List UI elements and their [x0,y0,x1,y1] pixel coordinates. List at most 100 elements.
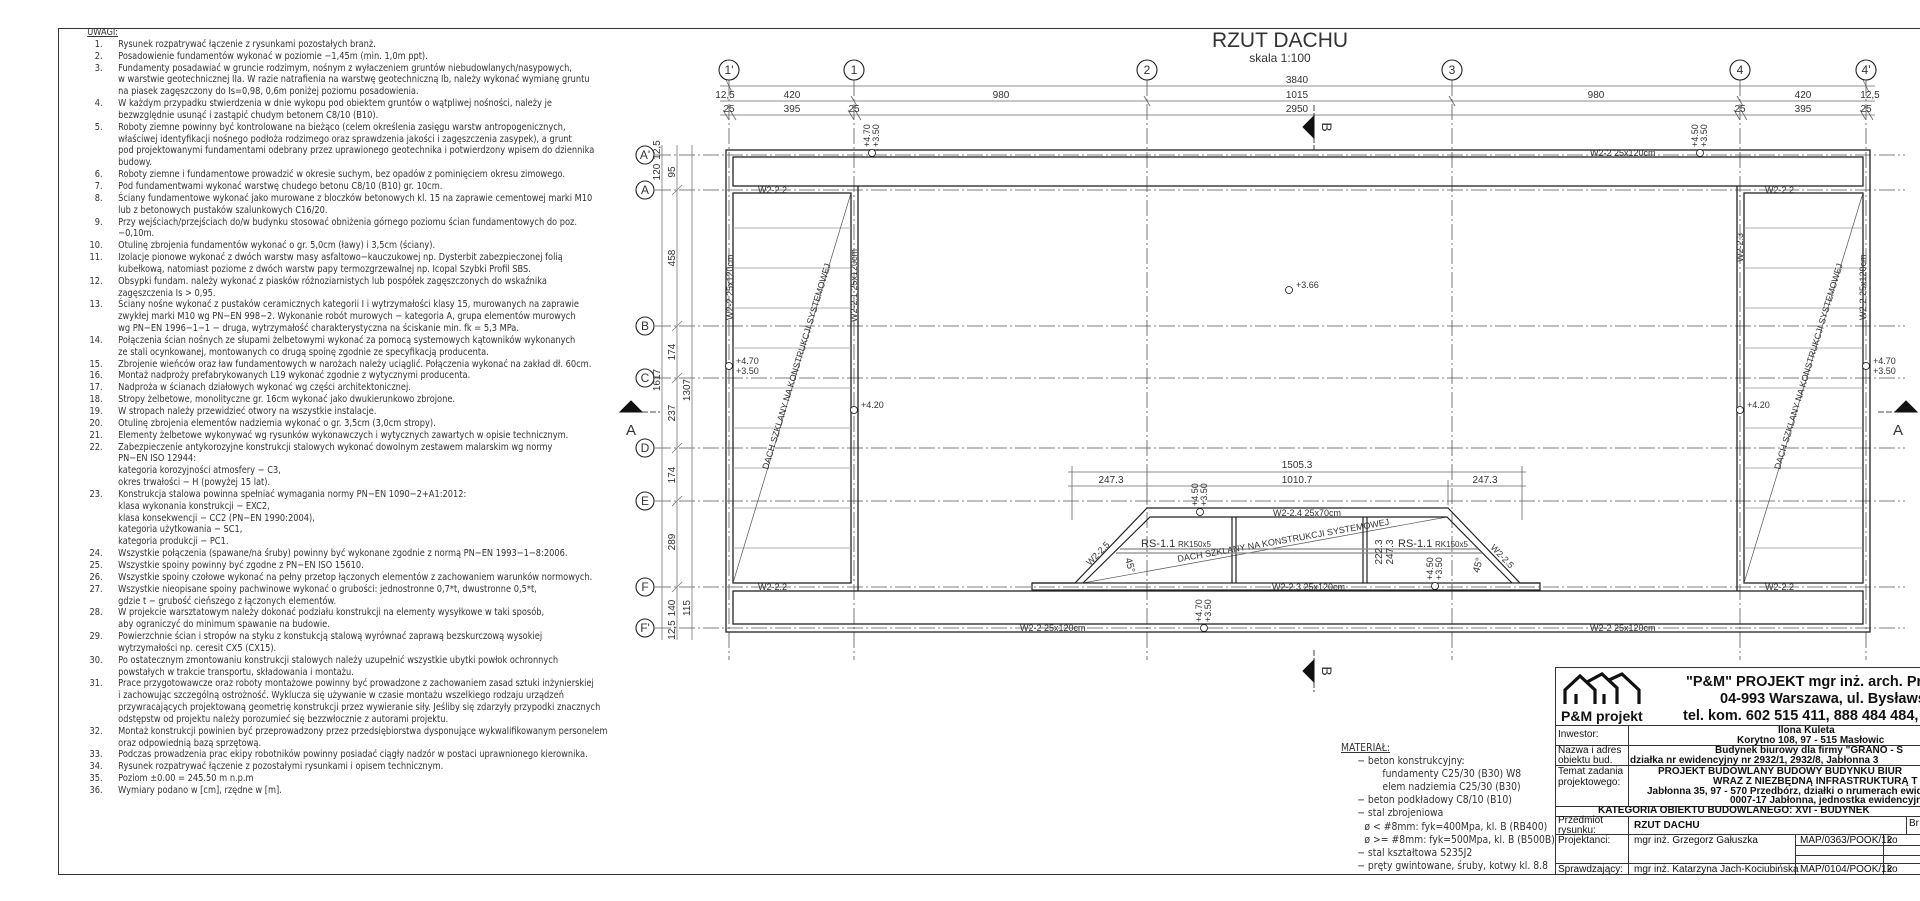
note-line: 15.Zbrojenie wieńców oraz ław fundamento… [70,359,603,371]
note-line: gdzie t − grubość cieńszego z łączonych … [70,596,603,608]
wing-label: W2-2.2 [758,185,787,195]
material-line: elem nadziemia C25/30 (B30) [1382,781,1521,794]
investor-address: Korytno 108, 97 - 515 Masłowic [1737,735,1885,746]
top-dimension-lines [720,79,1875,121]
note-line: 23.Konstrukcja stalowa powinna spełniać … [70,489,603,501]
note-text: Pod fundamentwami wykonać warstwę chudeg… [118,180,443,192]
level-text: +4.50 [1190,483,1200,506]
level-text: +4.50 [1690,124,1700,147]
note-number: 11. [89,252,103,264]
level-marker-icon [868,149,876,157]
note-line: 22.Zabezpieczenie antykorozyjne konstruk… [70,442,603,454]
note-line: 2.Posadowienie fundamentów wykonać w poz… [70,51,603,63]
note-text: powstałych w trakcie transportu, składow… [118,666,354,678]
company-logo-icon [1563,672,1641,704]
axis-bubble [1855,59,1877,81]
note-text: na piasek zagęszczony do Is=0,98, 0,6m p… [118,86,419,98]
axis-bubble [1136,59,1158,81]
note-text: kubełkową, natomiast poziome z dwóch war… [118,263,531,275]
axis-bubbles [635,59,1877,638]
beam-label: W2-2.5 [1489,542,1516,570]
investor-name: Ilona Kuleta [1778,725,1835,736]
dim-text: 247.3 [1098,475,1123,486]
section-arrow-icon [1893,400,1919,413]
note-line: 28.W projekcie warsztatowym należy dokon… [70,607,603,619]
object-label: obiektu bud. [1558,755,1613,766]
note-line: 29.Powierzchnie ścian i stropów na styku… [70,631,603,643]
note-text: Roboty ziemne powinny być kontrolowane n… [118,121,566,133]
topic-label: projektowego: [1558,777,1621,788]
dim-text: 222.3 [1374,539,1385,564]
dim-text: 12,5 [715,90,735,101]
note-text: W stropach należy przewidzieć otwory na … [118,406,377,417]
note-line: 33.Podczas prowadzenia prac ekipy robotn… [70,749,603,761]
note-text: Posadowienie fundamentów wykonać w pozio… [118,50,428,62]
note-text: Fundamenty posadawiać w gruncie rodzimym… [118,62,572,74]
angle-text: 45° [1122,557,1137,574]
divider [1795,834,1796,874]
dim-text: 25 [1734,104,1746,115]
axis-bubble [1729,59,1751,81]
axis-bubble [843,59,865,81]
note-number: 12. [89,275,103,287]
level-text: +4.50 [1425,557,1435,580]
level-text: +3.50 [736,366,759,376]
note-text: klasa konsekwencji − CC2 (PN−EN 1990:200… [118,512,315,524]
material-line: − stal zbrojeniowa [1357,807,1444,820]
dim-text: 1015 [1286,90,1309,101]
note-number: 26. [89,571,103,583]
note-text: klasa wykonania konstrukcji − EXC2, [118,500,270,512]
note-line: 31.Prace przygotowawcze oraz roboty mont… [70,678,603,690]
axis-bubble [635,577,655,597]
note-line: okres trwałości − H (powyżej 15 lat). [70,477,603,489]
sheet-border-bottom [58,874,1920,875]
level-marker-icon [1200,624,1208,632]
note-number: 6. [94,169,103,181]
material-line: fundamenty C25/30 (B30) W8 [1382,768,1522,781]
dim-text: 458 [667,249,678,266]
investor-label: Inwestor: [1558,729,1599,740]
axis-label: 2 [1144,63,1151,77]
note-line: zwykłej marki M10 wg PN−EN 998−2. Wykona… [70,311,603,323]
level-marker-icon [1196,508,1204,516]
left-dimension-lines [661,145,693,640]
level-text: +3.50 [1199,483,1209,506]
note-number: 34. [89,761,103,773]
note-number: 16. [89,370,103,382]
note-number: 14. [89,334,103,346]
wall-label: W2-2 25x120cm [1858,254,1868,320]
note-number: 1. [94,38,103,50]
level-text: +3.50 [1699,124,1709,147]
note-line: 8.Ściany fundamentowe wykonać jako murow… [70,193,603,205]
note-number: 4. [94,98,103,110]
designers-label: Projektanci: [1558,835,1611,846]
dim-text: 420 [1795,90,1812,101]
note-number: 20. [89,417,103,429]
note-text: −0,10m. [118,228,155,240]
note-text: W każdym przypadku stwierdzenia w dnie w… [118,98,552,110]
section-arrow-icon [1302,114,1315,140]
note-line: 5.Roboty ziemne powinny być kontrolowane… [70,122,603,134]
glass-roof-label: DACH SZKLANY NA KONSTRUKCJI SYSTEMOWEJ [1772,262,1844,470]
note-text: Otulinę zbrojenia fundamentów wykonać o … [118,240,436,252]
beam-label: W2-2.4 25x70cm [1273,508,1341,518]
divider [1555,725,1920,726]
note-text: bezwzględnie usunąć i zastąpić chudym be… [118,109,379,121]
axis-label: F' [640,621,650,635]
note-line: 32.Montaż konstrukcji powinien być przep… [70,726,608,738]
section-arrow-icon [618,400,644,413]
material-line: − stal kształtowa S235J2 [1357,846,1473,859]
note-line: 13.Ściany nośne wykonać z pustaków ceram… [70,299,603,311]
axis-label: 3 [1449,63,1456,77]
outer-wall [725,149,1871,633]
wing-label: W2-2.2 [1765,185,1794,195]
note-number: 23. [89,488,103,500]
axis-label: A' [640,148,650,162]
note-line: PN−EN ISO 12944: [70,453,603,465]
band-label: W2-2 25x120cm [1590,148,1656,158]
note-number: 25. [89,559,103,571]
dim-text: 174 [667,466,678,483]
drawing-scale: skala 1:100 [1249,51,1311,65]
level-marker-icon [1862,362,1870,370]
